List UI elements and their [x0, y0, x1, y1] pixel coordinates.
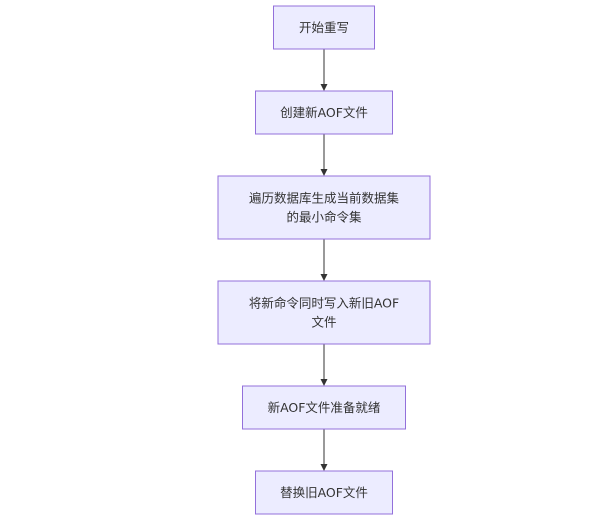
node-box: [217, 280, 431, 345]
node-label: 文件: [311, 315, 336, 330]
edge-arrow-3: [320, 239, 328, 281]
flow-node-6: 替换旧AOF文件: [255, 470, 393, 515]
flow-node-1: 开始重写: [273, 5, 375, 50]
flow-node-5: 新AOF文件准备就绪: [242, 385, 406, 430]
node-label: 替换旧AOF文件: [280, 485, 368, 500]
edge-arrow-4: [320, 344, 328, 386]
node-label: 开始重写: [299, 20, 349, 35]
node-label: 将新命令同时写入新旧AOF: [249, 296, 399, 311]
node-box: [217, 175, 431, 240]
edge-arrow-2: [320, 134, 328, 176]
node-label: 遍历数据库生成当前数据集: [249, 191, 400, 206]
node-label: 新AOF文件准备就绪: [268, 400, 381, 415]
node-label: 的最小命令集: [286, 210, 362, 225]
flow-node-4: 将新命令同时写入新旧AOF 文件: [217, 280, 431, 345]
node-box: [255, 90, 393, 135]
node-box: [273, 5, 375, 50]
node-box: [242, 385, 406, 430]
flow-node-2: 创建新AOF文件: [255, 90, 393, 135]
node-label: 创建新AOF文件: [280, 105, 368, 120]
node-box: [255, 470, 393, 515]
edge-arrow-1: [320, 49, 328, 91]
edge-arrow-5: [320, 429, 328, 471]
